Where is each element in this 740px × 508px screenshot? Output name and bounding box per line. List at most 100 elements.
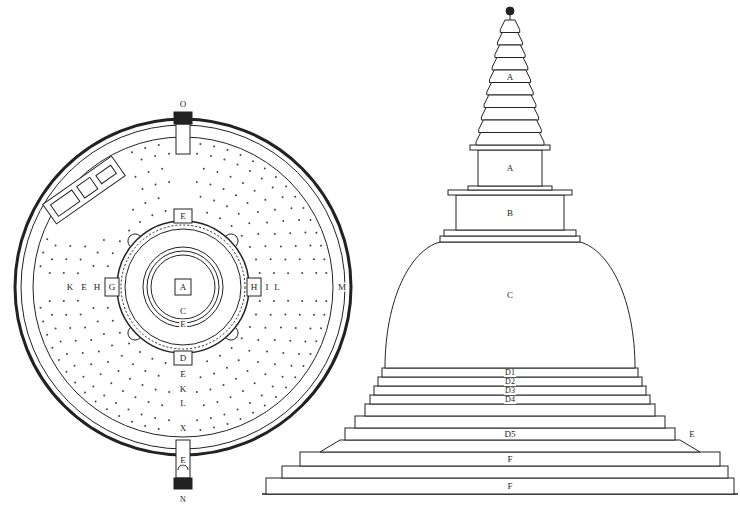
pillar-dot — [249, 170, 251, 172]
pillar-dot — [107, 265, 109, 267]
pillar-dot — [55, 245, 57, 247]
pillar-dot — [240, 154, 242, 156]
pillar-dot — [213, 199, 215, 201]
pillar-dot — [199, 429, 201, 431]
pillar-dot — [117, 370, 119, 372]
flange — [468, 186, 552, 190]
callout-letter: I — [265, 283, 270, 292]
pillar-dot — [158, 197, 160, 199]
pillar-dot — [127, 408, 129, 410]
pillar-dot — [131, 151, 133, 153]
image-house — [43, 156, 126, 224]
pillar-dot — [132, 209, 134, 211]
callout-letter: H — [93, 283, 102, 292]
pillar-dot — [249, 246, 251, 248]
pillar-dot — [111, 345, 113, 347]
pillar-dot — [241, 337, 243, 339]
pillar-dot — [97, 252, 99, 254]
pillar-dot — [144, 425, 146, 427]
pillar-dot — [51, 258, 53, 260]
pillar-dot — [237, 164, 239, 166]
gate-passage — [176, 440, 190, 478]
pillar-dot — [254, 382, 256, 384]
pillar-dot — [254, 190, 256, 192]
pillar-dot — [66, 353, 68, 355]
pillar-dot — [235, 194, 237, 196]
pillar-dot — [161, 404, 163, 406]
finial — [506, 7, 514, 15]
pillar-dot — [275, 396, 277, 398]
pillar-dot — [60, 341, 62, 343]
relic-square — [175, 279, 191, 295]
pillar-dot — [196, 419, 198, 421]
pillar-dot — [273, 272, 275, 274]
pillar-dot — [168, 391, 170, 393]
callout-letter: E — [80, 283, 88, 292]
pillar-dot — [264, 327, 266, 329]
pillar-dot — [249, 326, 251, 328]
pillar-dot — [65, 258, 67, 260]
pillar-dot — [230, 396, 232, 398]
pillar-dot — [320, 327, 322, 329]
pillar-dot — [237, 408, 239, 410]
pillar-dot — [42, 252, 44, 254]
spire-ring — [481, 108, 538, 121]
pillar-dot — [134, 396, 136, 398]
pillar-dot — [75, 340, 77, 342]
pillar-dot — [257, 339, 259, 341]
spire-ring — [500, 20, 519, 33]
pillar-dot — [257, 361, 259, 363]
pillar-dot — [270, 258, 272, 260]
pillar-dot — [289, 340, 291, 342]
pillar-dot — [165, 210, 167, 212]
callout-letter: D4 — [504, 396, 516, 404]
pillar-dot — [131, 421, 133, 423]
basal-ring — [365, 404, 655, 416]
callout-letter: C — [506, 291, 514, 300]
pillar-dot — [223, 188, 225, 190]
pillar-dot — [155, 388, 157, 390]
pillar-dot — [46, 238, 48, 240]
basal-ring — [374, 386, 646, 395]
pillar-dot — [274, 363, 276, 365]
elevation-view — [262, 145, 738, 494]
pillar-dot — [223, 413, 225, 415]
frontispiece — [105, 278, 119, 296]
pillar-dot — [280, 327, 282, 329]
frontispiece — [174, 351, 192, 365]
pillar-dot — [219, 355, 221, 357]
callout-letter: L — [179, 399, 187, 408]
pillar-dot — [100, 373, 102, 375]
pillar-dot — [209, 184, 211, 186]
callout-letter: H — [250, 283, 259, 292]
pillar-dot — [235, 378, 237, 380]
pillar-dot — [242, 182, 244, 184]
pillar-dot — [203, 404, 205, 406]
callout-letter: F — [506, 482, 513, 491]
pillar-dot — [290, 365, 292, 367]
pillar-dot — [97, 320, 99, 322]
dome-ring — [147, 251, 219, 323]
cylinder — [456, 195, 564, 230]
pillar-dot — [121, 355, 123, 357]
pillar-dot — [325, 300, 327, 302]
gate-step — [178, 465, 188, 470]
pillar-dot — [199, 143, 201, 145]
spire-ring — [498, 33, 523, 46]
pillar-dot — [272, 386, 274, 388]
pillar-dot — [144, 147, 146, 149]
pillar-dot — [144, 202, 146, 204]
image-house-room — [50, 190, 79, 216]
pillar-dot — [200, 376, 202, 378]
pillar-dot — [282, 352, 284, 354]
pillar-dot — [266, 351, 268, 353]
callout-letter: E — [179, 212, 187, 221]
pillar-dot — [304, 341, 306, 343]
pillar-dot — [301, 272, 303, 274]
pillar-dot — [63, 272, 65, 274]
pillar-dot — [128, 342, 130, 344]
pillar-dot — [107, 361, 109, 363]
pillar-dot — [238, 213, 240, 215]
pillar-dot — [66, 371, 68, 373]
